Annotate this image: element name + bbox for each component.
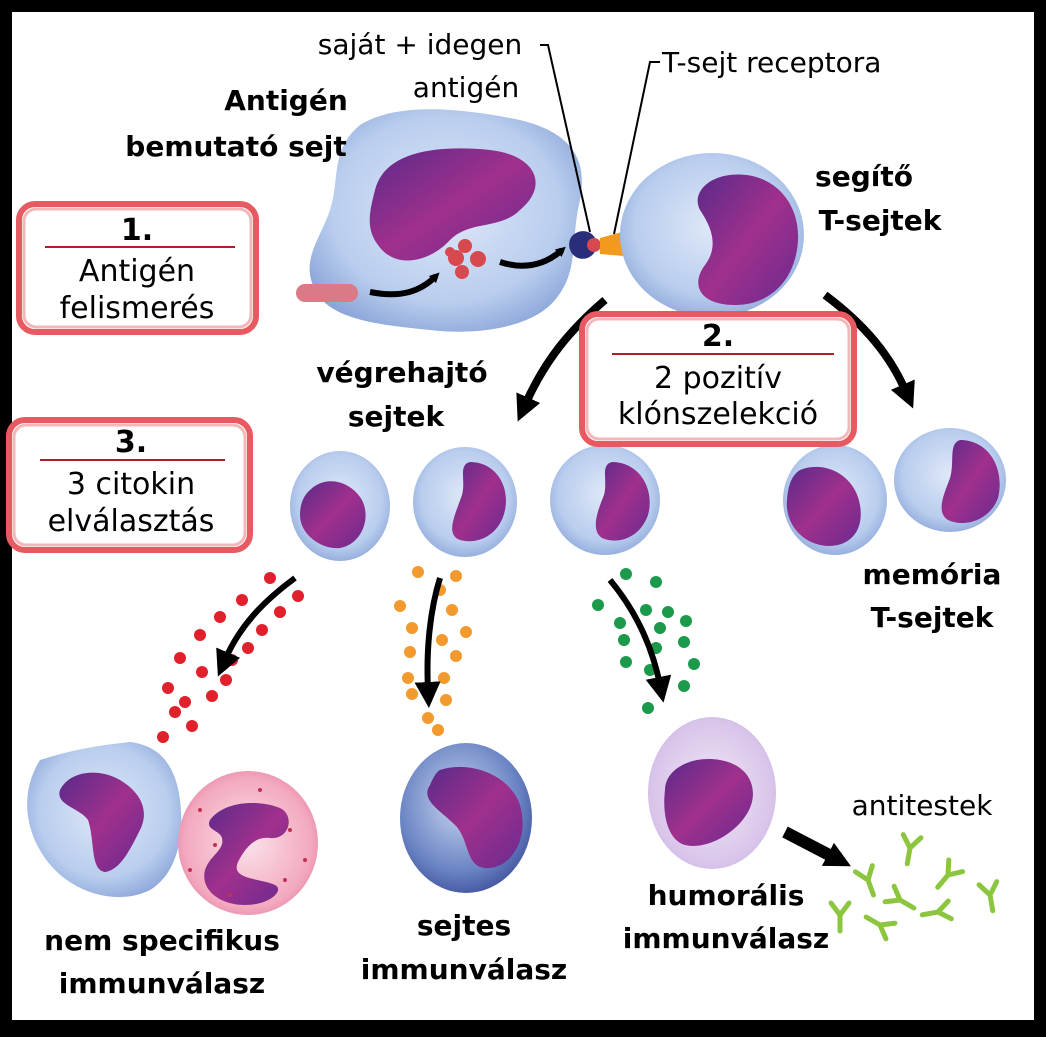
step-3-line1: 3 citokin [67,467,195,502]
cytokines-red [157,572,304,743]
label-antigen-bottom: antigén [413,71,519,104]
effector-cell-1 [290,451,390,561]
label-effector-line1: végrehajtó [316,356,487,389]
label-humoral-line1: humorális [648,879,805,912]
label-memory-line1: memória [863,558,1002,591]
presented-antigen [587,238,601,252]
antibody-5 [919,898,954,922]
humoral-response-cell [648,717,776,869]
label-nonspecific-line2: immunválasz [59,967,265,1000]
label-apc-line2: bemutató sejt [125,130,346,163]
arrow-rod-to-fragments [369,272,440,298]
step-box-3: 3. 3 citokin elválasztás [6,417,253,553]
step-2-line2: klónszelekció [618,397,818,432]
antibody-2 [900,832,924,867]
nonspecific-cell-pink [178,771,318,915]
arrow-green-cytokine [607,578,672,703]
cytokines-green [592,568,700,714]
label-cellular-line1: sejtes [417,909,511,942]
arrow-red-cytokine [216,575,297,677]
leader-antigen [540,44,591,233]
arrow-to-effector [516,296,608,422]
antibody-7 [828,900,852,934]
antigen-rod [296,284,358,302]
step-box-1: 1. Antigén felismerés [16,201,259,335]
nonspecific-cell-blue [27,742,182,898]
memory-cell-1 [783,445,887,555]
antibody-4 [882,883,917,911]
step-1-line2: felismerés [60,291,215,326]
mhc-complex [569,231,597,259]
memory-cell-2 [894,428,1006,532]
label-memory-line2: T-sejtek [871,601,995,634]
label-nonspecific-line1: nem specifikus [44,924,280,957]
label-cellular-line2: immunválasz [361,953,567,986]
arrow-fragments-to-mhc [499,246,566,269]
antibody-6 [976,879,1000,914]
leader-receptor [613,61,660,235]
cellular-response-cell [400,743,532,893]
helper-t-cell [620,153,804,317]
antibody-1 [852,863,876,898]
antibody-8 [863,914,898,942]
step-1-number: 1. [121,213,153,248]
step-2-number: 2. [702,319,734,354]
arrow-orange-cytokine [414,577,443,708]
label-antibodies: antitestek [852,789,994,822]
step-3-line2: elválasztás [48,504,215,539]
label-humoral-line2: immunválasz [623,922,829,955]
label-helper-line2: T-sejtek [819,204,943,237]
arrow-to-antibodies [782,826,851,867]
label-receptor: T-sejt receptora [661,46,881,79]
label-apc-line1: Antigén [224,84,348,117]
step-3-number: 3. [115,425,147,460]
antigen-fragments [445,239,486,279]
antibodies [828,832,1000,942]
step-box-2: 2. 2 pozitív klónszelekció [579,311,857,447]
effector-cell-3 [550,445,660,555]
cytokines-orange [394,566,472,736]
label-helper-line1: segítő [815,160,913,193]
step-2-line1: 2 pozitív [654,361,782,396]
effector-cell-2 [413,447,517,557]
t-cell-receptor-shape [600,232,624,256]
step-1-line1: Antigén [79,254,195,289]
label-antigen-top: saját + idegen [318,28,522,61]
label-effector-line2: sejtek [348,400,446,433]
antibody-3 [935,857,966,890]
antigen-presenting-cell [309,109,582,332]
arrow-to-memory [822,291,915,409]
